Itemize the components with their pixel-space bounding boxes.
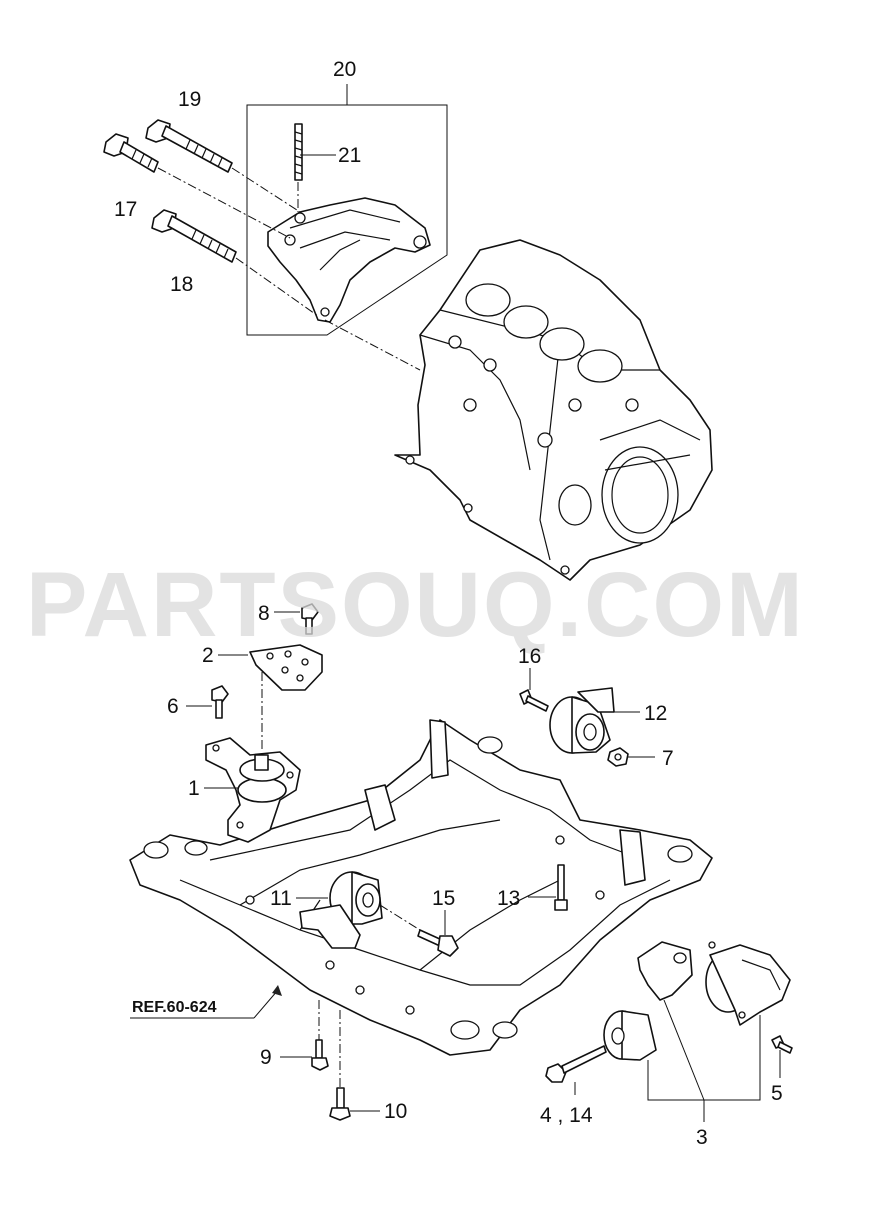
bolt-17	[103, 133, 159, 173]
callout-17: 17	[114, 198, 137, 221]
bolts-9-10	[311, 1039, 351, 1121]
callout-12: 12	[644, 702, 667, 725]
front-subframe	[129, 719, 713, 1056]
callout-3: 3	[696, 1126, 708, 1149]
callout-13: 13	[497, 887, 520, 910]
bottom-leaders	[318, 1000, 341, 1088]
callout-6: 6	[167, 695, 179, 718]
callout-20: 20	[333, 58, 356, 81]
callout-1: 1	[188, 777, 200, 800]
bracket-3	[637, 941, 693, 1001]
stud-bolt	[294, 123, 303, 181]
bolt-leader-lines	[157, 167, 421, 371]
bolt-5	[771, 1035, 793, 1054]
engine-mount-1	[205, 737, 301, 843]
callout-5: 5	[771, 1082, 783, 1105]
reference-label: REF.60-624	[132, 999, 217, 1016]
callout-18: 18	[170, 273, 193, 296]
bolt-19	[145, 119, 233, 173]
callout-2: 2	[202, 644, 214, 667]
bracket-assembly-box	[246, 84, 448, 336]
bolt-18	[151, 209, 237, 263]
callout-4-14: 4 , 14	[540, 1104, 593, 1127]
watermark-text: PARTSOUQ.COM	[26, 554, 805, 656]
bolt-4-14	[545, 1045, 607, 1083]
callout-8: 8	[258, 602, 270, 625]
engine-block	[394, 239, 713, 581]
engine-mount-bracket	[267, 197, 431, 323]
nut-7	[607, 747, 629, 767]
bushing-3	[603, 1010, 657, 1061]
bolt-13	[554, 864, 568, 911]
bolt-16	[519, 689, 549, 712]
callout-15: 15	[432, 887, 455, 910]
mount-11-leaders	[379, 904, 421, 931]
bolt-8	[301, 603, 319, 635]
callout-11: 11	[270, 887, 292, 910]
engine-mount-11	[299, 871, 383, 949]
callout-leaders	[186, 154, 781, 1122]
callout-19: 19	[178, 88, 201, 111]
mount-housing-3	[705, 941, 791, 1026]
callout-21: 21	[338, 144, 361, 167]
callout-9: 9	[260, 1046, 272, 1069]
bolt-6	[211, 685, 229, 719]
callout-10: 10	[384, 1100, 407, 1123]
callout-7: 7	[662, 747, 674, 770]
ref-arrow	[130, 985, 282, 1019]
callout-16: 16	[518, 645, 541, 668]
engine-mount-12	[549, 687, 615, 754]
bolt-15	[417, 929, 459, 957]
bracket-2	[249, 644, 323, 691]
